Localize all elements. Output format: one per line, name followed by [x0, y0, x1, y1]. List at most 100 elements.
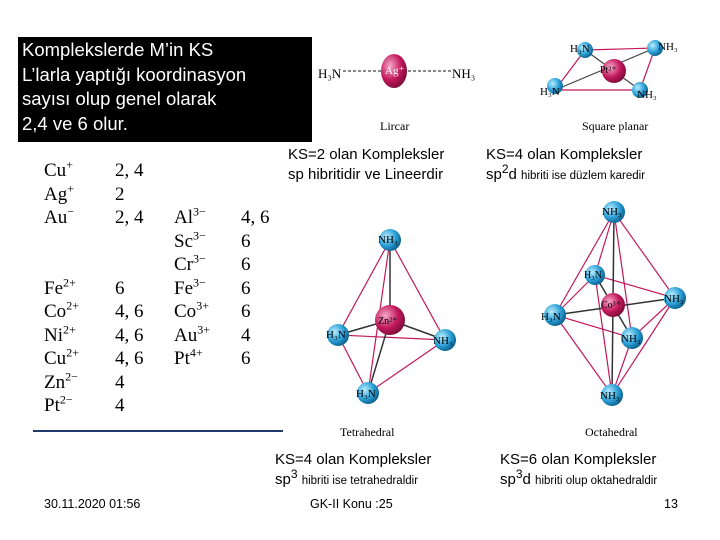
ion-symbol: Ni	[44, 324, 63, 346]
ks4-tetra-line2: sp3 hibriti ise tetrahedraldir	[275, 467, 419, 488]
ion-charge: 2+	[66, 298, 79, 313]
ion-cell: Al3−	[174, 204, 206, 229]
ks2-line1: KS=2 olan Kompleksler	[288, 146, 445, 163]
ion-charge: 2+	[63, 322, 76, 337]
ion-symbol: Au	[44, 207, 68, 228]
ligand-label: H₃N	[318, 66, 342, 81]
ion-charge: 3−	[193, 228, 206, 243]
coordination-number: 6	[241, 230, 251, 252]
ion-symbol: Sc	[174, 230, 193, 252]
ion-cell: Pt2−	[44, 392, 73, 417]
ion-symbol: Co	[174, 301, 197, 322]
ion-symbol: Cu	[44, 348, 67, 369]
ion-cell: Pt4+	[174, 347, 203, 370]
ligand-label: NH₃	[664, 293, 684, 305]
tetrahedral-geometry: NH₃ H₃N NH₃ H₃N Zn²⁺ Tetrahedral	[326, 229, 456, 439]
footer-topic: GK-II Konu :25	[310, 497, 393, 511]
ion-charge: 3−	[193, 251, 206, 266]
ion-cell: Ni2+	[44, 322, 76, 347]
ion-cell: Cr3−	[174, 251, 206, 276]
ion-charge: 3+	[196, 298, 209, 313]
ion-cell: Zn2−	[44, 370, 78, 394]
ks6-line1: KS=6 olan Kompleksler	[500, 451, 657, 468]
ion-symbol: Fe	[174, 277, 193, 299]
ion-charge: +	[66, 157, 73, 172]
ion-symbol: Cr	[174, 254, 193, 275]
ion-cell: Fe2+	[44, 275, 76, 300]
linear-geometry: H₃N Ag⁺ NH₃ Lircar	[318, 54, 475, 133]
coordination-number: 4	[241, 324, 251, 346]
ligand-label: NH₃	[637, 89, 657, 101]
coordination-number: 6	[241, 301, 251, 322]
ion-cell: Sc3−	[174, 228, 206, 253]
ion-cell: Fe3−	[174, 275, 206, 300]
coordination-number: 2, 4	[115, 160, 144, 181]
metal-label: Pt²⁺	[600, 65, 617, 76]
ligand-label: H₃N	[356, 388, 376, 400]
coordination-number: 4, 6	[115, 348, 144, 369]
ks2-description: KS=2 olan Kompleksler sp hibritidir ve L…	[288, 145, 444, 185]
ligand-label: NH₃	[600, 390, 620, 402]
ks2-line2: sp hibritidir ve Lineerdir	[288, 166, 444, 183]
coordination-number: 4, 6	[115, 301, 144, 322]
metal-atom	[601, 293, 625, 317]
coordination-number: 6	[115, 277, 125, 299]
ion-cell: Cu+	[44, 157, 73, 182]
ion-charge: 2+	[63, 275, 76, 290]
ion-cell: Au3+	[174, 322, 211, 347]
ion-symbol: Al	[174, 207, 193, 228]
ligand-label: H₃N	[326, 329, 346, 341]
coordination-number: 2, 4	[115, 207, 144, 228]
ion-symbol: Fe	[44, 277, 63, 299]
ks4-tetra-description: KS=4 olan Kompleksler sp3 hibriti ise te…	[275, 450, 431, 491]
ion-symbol: Au	[174, 324, 198, 346]
footer-date: 30.11.2020 01:56	[44, 497, 141, 511]
square-planar-geometry: Pt²⁺ H₃N NH₃ H₃N NH₃ Square planar	[540, 40, 678, 133]
ion-charge: 3+	[197, 322, 211, 337]
ion-cell: Cu2+	[44, 347, 79, 370]
ligand-label: NH₃	[621, 333, 641, 345]
ion-symbol: Pt	[174, 348, 190, 369]
metal-atom	[602, 59, 626, 83]
geometry-caption: Octahedral	[585, 425, 638, 439]
ion-charge: +	[67, 181, 75, 196]
ion-symbol: Pt	[44, 395, 60, 416]
ion-charge: 3−	[193, 204, 206, 219]
ion-cell: Co2+	[44, 298, 79, 323]
slide-title: Komplekslerde M’in KS L’larla yaptığı ko…	[18, 37, 312, 142]
ion-charge: 3−	[193, 275, 206, 290]
geometry-caption: Square planar	[582, 119, 648, 133]
ligand-label: H₃N	[570, 43, 590, 55]
ks4-square-line2: sp2d hibriti ise düzlem karedir	[486, 162, 646, 183]
coordination-number: 4, 6	[115, 324, 144, 346]
page-number: 13	[664, 497, 678, 511]
ks4-tetra-line1: KS=4 olan Kompleksler	[275, 451, 432, 468]
ligand-label: NH₃	[378, 234, 398, 246]
ion-charge: −	[67, 204, 75, 219]
octahedral-geometry: NH₃ H₃N NH₃ H₃N NH₃ NH₃ Co³⁺ Octahedral	[541, 201, 686, 439]
metal-atom	[375, 305, 405, 335]
metal-label: Zn²⁺	[378, 316, 397, 327]
geometry-caption: Lircar	[380, 119, 409, 133]
metal-label: Co³⁺	[601, 300, 621, 311]
ligand-label: H₃N	[541, 311, 561, 323]
ks6-line2: sp3d hibriti olup oktahedraldir	[500, 467, 658, 488]
coordination-number: 4	[115, 395, 125, 416]
coordination-number: 2	[115, 183, 125, 205]
ion-charge: 2−	[59, 392, 73, 407]
ligand-label: H₃N	[540, 86, 560, 98]
coordination-number: 4, 6	[241, 207, 270, 228]
coordination-number: 6	[241, 348, 251, 369]
coordination-number: 6	[241, 277, 251, 299]
ion-symbol: Cu	[44, 160, 67, 181]
ion-cell: Co3+	[174, 298, 209, 323]
ion-cell: Au−	[44, 204, 75, 229]
ligand-label: H₃N	[584, 270, 602, 281]
coordination-number: 6	[241, 254, 251, 275]
ligand-label: NH₃	[452, 66, 475, 81]
ks4-square-description: KS=4 olan Kompleksler sp2d hibriti ise d…	[486, 145, 645, 186]
ks6-description: KS=6 olan Kompleksler sp3d hibriti olup …	[500, 450, 657, 491]
ligand-label: NH₃	[602, 206, 622, 218]
